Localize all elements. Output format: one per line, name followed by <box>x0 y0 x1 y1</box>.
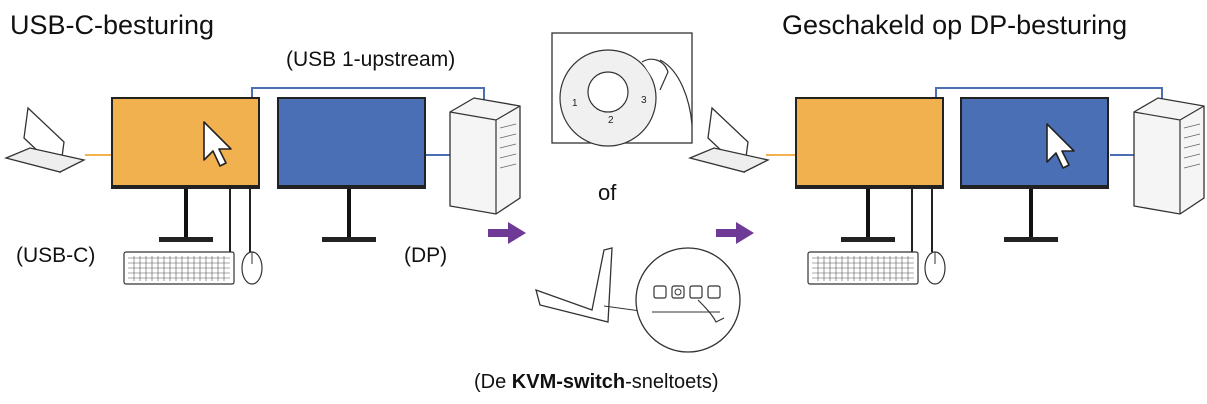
laptop-right <box>689 107 769 173</box>
usbc-label: (USB-C) <box>16 244 96 267</box>
mouse-right <box>924 251 946 285</box>
keyboard-right <box>807 251 919 285</box>
caption-suffix: -sneltoets) <box>625 371 719 393</box>
dp-label: (DP) <box>404 244 448 267</box>
dial-label-3: 3 <box>641 95 647 106</box>
monitor-usbc-right <box>795 97 944 242</box>
laptop-left <box>5 107 85 173</box>
left-title: USB-C-besturing <box>10 10 215 40</box>
puck-controller-inset: 1 2 3 <box>551 32 693 147</box>
caption-bold: KVM-switch <box>511 371 626 393</box>
monitor-dp-left <box>277 97 426 242</box>
keyboard-left <box>123 251 235 285</box>
caption: (De KVM-switch-sneltoets) <box>474 371 719 394</box>
right-title: Geschakeld op DP-besturing <box>782 10 1128 40</box>
dial-label-1: 1 <box>572 98 578 109</box>
monitor-dp-right <box>960 97 1109 242</box>
tower-pc-right <box>1133 97 1205 215</box>
arrow-left <box>488 222 526 244</box>
caption-prefix: (De <box>474 371 512 393</box>
monitor-usbc-left <box>111 97 260 242</box>
monitor-button-inset <box>535 247 741 353</box>
or-label: of <box>598 180 617 205</box>
tower-pc-left <box>449 97 521 215</box>
mouse-left <box>241 251 263 285</box>
dial-label-2: 2 <box>608 115 614 126</box>
arrow-right <box>716 222 754 244</box>
usb-upstream-label: (USB 1-upstream) <box>286 48 456 71</box>
